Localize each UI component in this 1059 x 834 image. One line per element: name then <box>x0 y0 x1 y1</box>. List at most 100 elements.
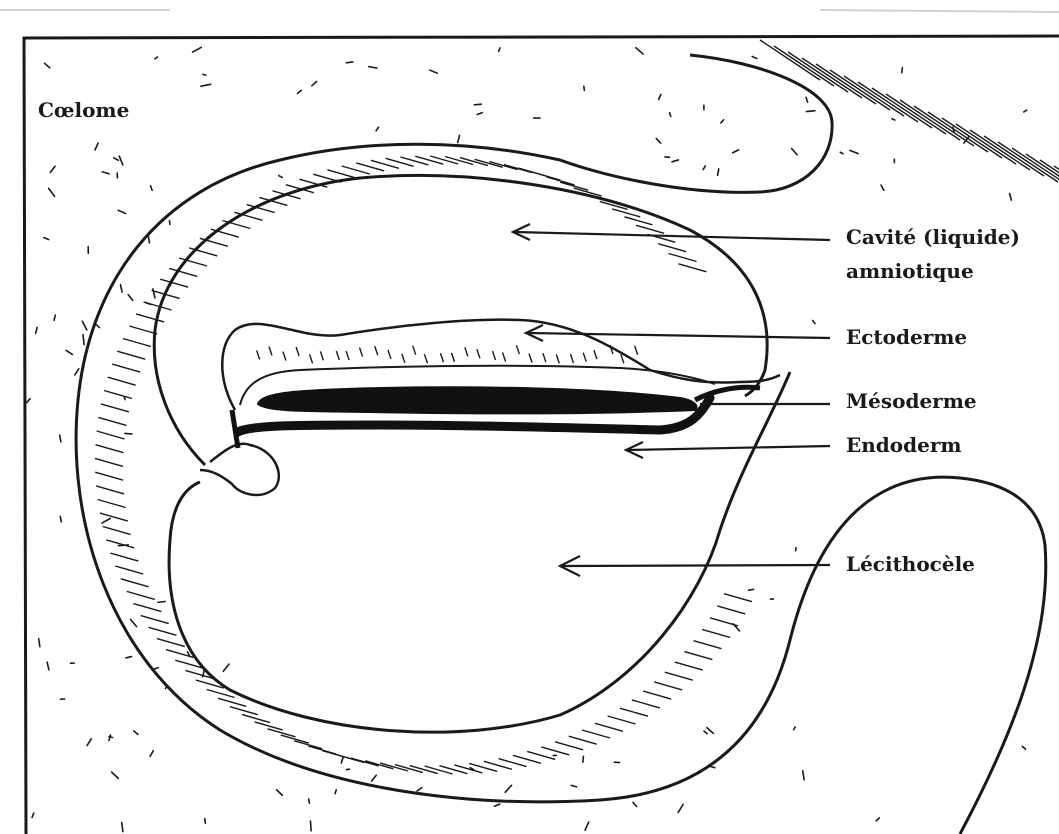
speckle-mark <box>505 785 511 792</box>
arrow-ectoderme <box>528 333 830 338</box>
speckle-mark <box>201 84 211 86</box>
ectoderm-stroke <box>296 347 299 356</box>
speckle-mark <box>32 813 34 817</box>
speckle-mark <box>806 111 815 112</box>
ectoderm-stroke <box>424 354 427 363</box>
speckle-mark <box>309 799 310 803</box>
speckle-mark <box>279 176 283 178</box>
corner-hatch-stroke <box>900 100 960 140</box>
label-ectoderme: Ectoderme <box>846 322 967 352</box>
speckle-mark <box>678 804 683 812</box>
speckle-mark <box>876 818 879 821</box>
allantois-bud <box>200 444 279 495</box>
scan-edge-right <box>820 10 1059 12</box>
speckle-mark <box>813 320 815 323</box>
ectoderm-stroke <box>452 353 455 362</box>
corner-hatching <box>760 40 1059 206</box>
speckle-mark <box>571 785 576 787</box>
speckle-mark <box>102 518 110 523</box>
speckle-mark <box>494 804 500 806</box>
hatched-membrane <box>95 156 752 774</box>
ectoderm-stroke <box>493 351 496 360</box>
corner-hatch-stroke <box>816 64 876 104</box>
speckle-mark <box>102 172 109 174</box>
speckle-mark <box>748 589 753 590</box>
speckle-mark <box>154 668 159 670</box>
corner-hatch-stroke <box>844 76 904 116</box>
speckle-mark <box>721 120 724 123</box>
speckle-mark <box>112 772 119 778</box>
speckle-mark <box>120 285 122 293</box>
speckle-mark <box>158 602 165 603</box>
label-mesoderme: Mésoderme <box>846 386 977 416</box>
speckle-mark <box>122 823 123 832</box>
speckle-mark <box>806 97 808 102</box>
speckle-mark <box>372 775 377 781</box>
speckle-mark <box>376 127 378 131</box>
speckle-mark <box>585 822 589 830</box>
corner-hatch-stroke <box>886 94 946 134</box>
speckle-mark <box>109 737 112 738</box>
speckle-mark <box>60 435 61 442</box>
corner-hatch-stroke <box>760 40 820 80</box>
speckle-mark <box>150 751 153 757</box>
label-endoderm: Endoderm <box>846 430 962 460</box>
corner-hatch-stroke <box>956 124 1016 164</box>
speckle-mark <box>474 104 481 105</box>
speckle-mark <box>796 548 797 551</box>
speckle-mark <box>39 639 40 647</box>
speckle-mark <box>312 82 317 86</box>
speckle-mark <box>151 186 153 191</box>
speckle-mark <box>83 335 84 345</box>
speckle-mark <box>118 210 125 213</box>
speckle-mark <box>134 731 138 735</box>
speckle-mark <box>60 516 61 522</box>
speckle-mark <box>297 90 301 93</box>
speckle-mark <box>1022 746 1025 749</box>
ectoderm-stroke <box>346 351 349 360</box>
speckle-mark <box>82 321 87 330</box>
speckle-mark <box>840 152 843 153</box>
speckle-mark <box>902 68 903 73</box>
speckle-mark <box>718 169 719 175</box>
speckle-mark <box>803 771 804 780</box>
speckle-mark <box>704 731 707 734</box>
speckle-mark <box>27 399 30 403</box>
corner-hatch-stroke <box>788 52 848 92</box>
speckle-mark <box>417 788 422 791</box>
speckle-mark <box>169 221 170 225</box>
speckle-mark <box>672 160 678 162</box>
speckle-mark <box>633 802 637 806</box>
corner-hatch-stroke <box>872 88 932 128</box>
arrow-endoderm <box>628 446 830 450</box>
speckle-mark <box>125 433 132 434</box>
speckle-mark <box>430 70 437 73</box>
ectoderm-stroke <box>269 346 272 355</box>
speckle-mark <box>346 62 353 63</box>
speckle-mark <box>458 135 460 142</box>
speckle-mark <box>733 150 739 153</box>
corner-hatch-stroke <box>970 130 1030 170</box>
speckle-mark <box>276 790 282 796</box>
speckle-mark <box>1024 110 1027 112</box>
speckle-mark <box>711 766 715 767</box>
corner-hatch-stroke <box>830 70 890 110</box>
speckle-mark <box>155 57 158 59</box>
ectoderm-stroke <box>310 354 313 363</box>
corner-hatch-stroke <box>998 142 1058 182</box>
speckle-mark <box>659 94 661 99</box>
speckle-mark <box>45 63 50 68</box>
speckle-mark <box>583 756 584 762</box>
ectoderm-stroke <box>477 349 480 358</box>
ectoderm-stroke <box>503 353 506 362</box>
bud-stalk <box>232 410 238 448</box>
ectoderm-stroke <box>440 353 443 362</box>
ectoderm-stroke <box>635 346 638 355</box>
speckle-mark <box>670 113 671 117</box>
ectoderm-stroke <box>388 350 391 359</box>
speckle-mark <box>310 821 311 831</box>
ectoderm-stroke <box>257 350 260 359</box>
ectoderm-stroke <box>594 350 597 359</box>
speckle-mark <box>223 664 229 671</box>
speckle-mark <box>892 119 895 120</box>
